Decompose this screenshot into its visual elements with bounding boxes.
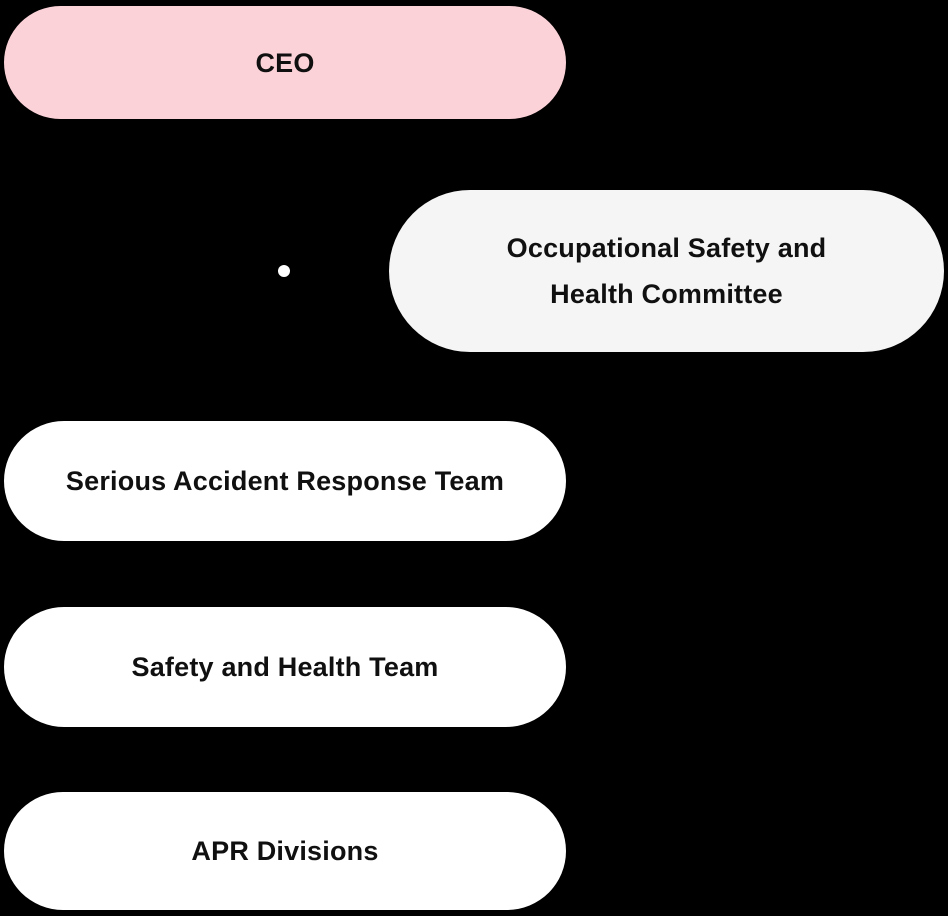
org-node-serious-accident-response-team: Serious Accident Response Team <box>4 421 566 541</box>
org-node-ceo: CEO <box>4 6 566 119</box>
connector-junction-dot <box>278 265 290 277</box>
org-node-apr-divisions: APR Divisions <box>4 792 566 910</box>
org-node-safety-and-health-team-label: Safety and Health Team <box>131 652 439 682</box>
org-node-safety-and-health-team: Safety and Health Team <box>4 607 566 727</box>
org-node-occupational-safety-health-committee-label: Occupational Safety and Health Committee <box>506 233 827 309</box>
org-node-ceo-label: CEO <box>255 47 315 78</box>
org-node-serious-accident-response-team-label: Serious Accident Response Team <box>65 466 505 496</box>
org-node-occupational-safety-health-committee: Occupational Safety and Health Committee <box>389 190 944 352</box>
org-node-apr-divisions-label: APR Divisions <box>191 836 379 866</box>
